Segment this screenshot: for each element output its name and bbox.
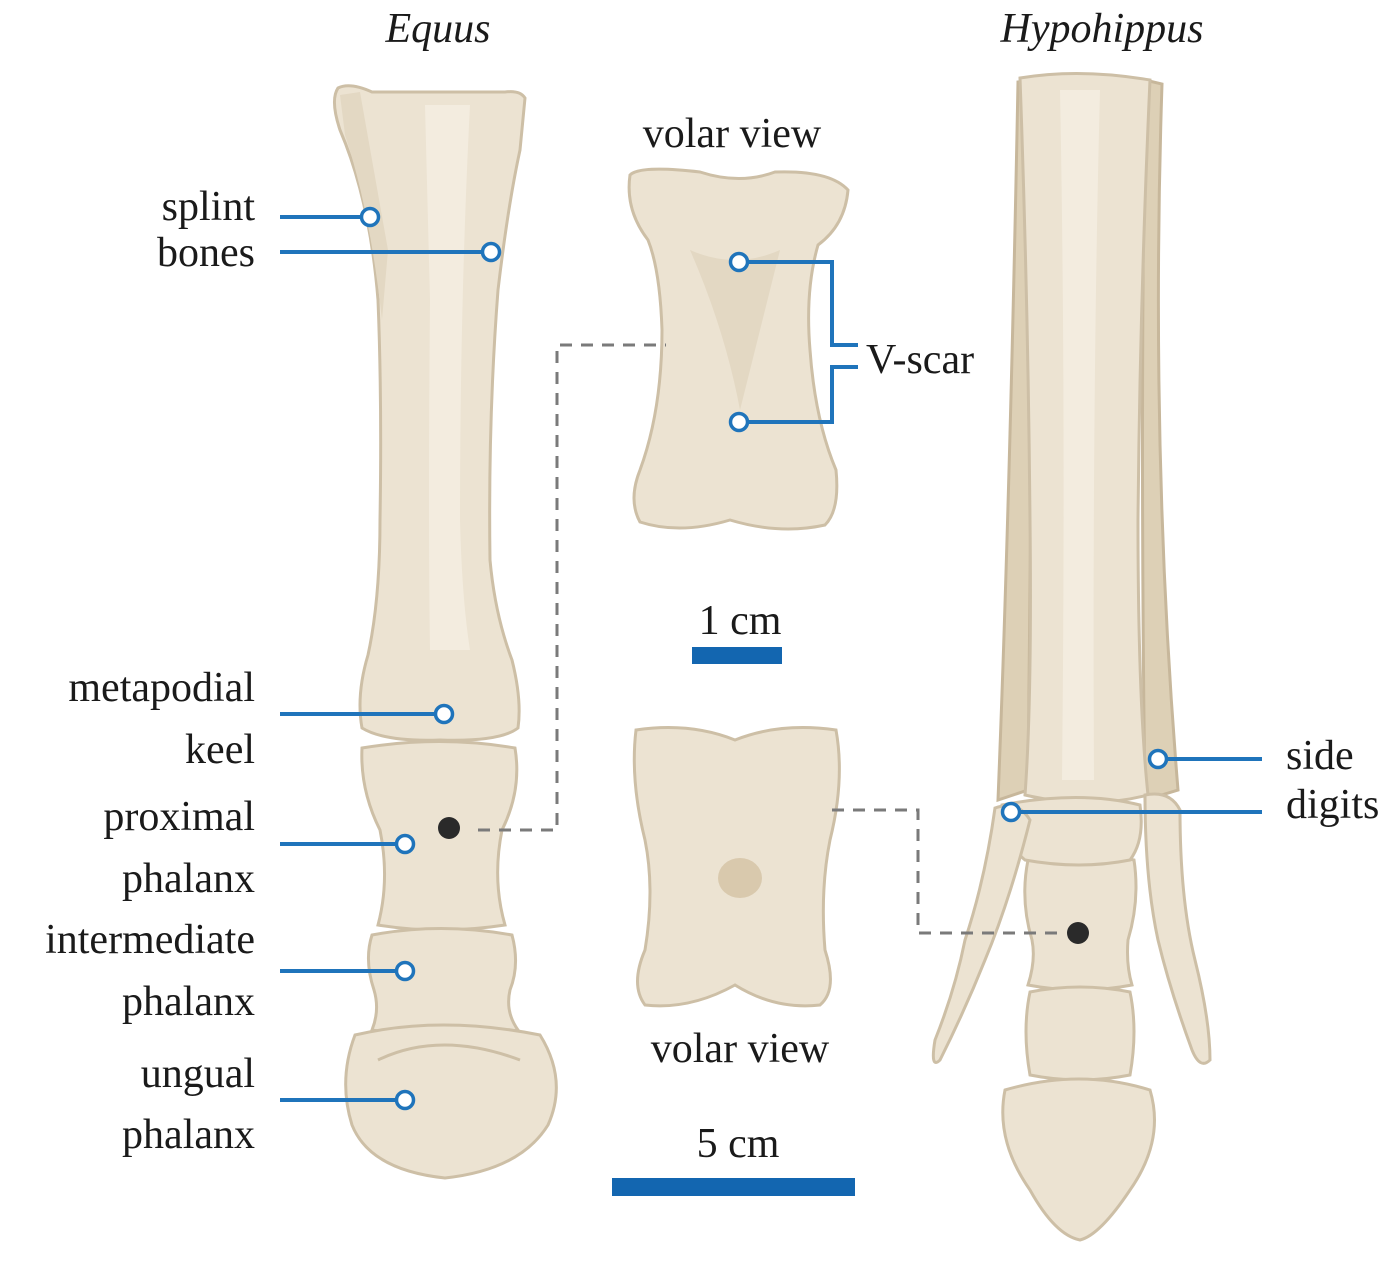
svg-text:ungual: ungual xyxy=(141,1051,255,1097)
connector-bottom-bone-to-hypohippus xyxy=(832,808,1066,935)
hypohippus-proximal-marker xyxy=(1067,922,1089,944)
connector-equus-to-top-bone xyxy=(478,343,666,832)
metapodial-keel-pin xyxy=(433,703,455,725)
volar-bone-bottom-pit xyxy=(718,858,762,898)
svg-text:side: side xyxy=(1286,733,1354,779)
volar-view-top-label: volar view xyxy=(643,111,822,157)
v-scar-callout: V-scar xyxy=(728,251,974,433)
splint-pin-1 xyxy=(359,206,381,228)
svg-text:phalanx: phalanx xyxy=(122,1112,255,1158)
svg-text:proximal: proximal xyxy=(103,794,255,840)
equus-intermediate-phalanx-shape xyxy=(367,927,521,1037)
equus-proximal-phalanx-shape xyxy=(360,740,519,932)
svg-text:phalanx: phalanx xyxy=(122,856,255,902)
equus-proximal-marker xyxy=(438,817,460,839)
equus-title: Equus xyxy=(385,6,491,52)
label-splint-bones: splint bones xyxy=(157,184,502,276)
proximal-phalanx-pin xyxy=(394,833,416,855)
svg-text:bones: bones xyxy=(157,230,255,276)
ungual-phalanx-pin xyxy=(394,1089,416,1111)
equus-limb xyxy=(333,84,558,1180)
hypohippus-ungual-phalanx xyxy=(1001,1077,1156,1242)
svg-text:splint: splint xyxy=(162,184,256,230)
svg-text:phalanx: phalanx xyxy=(122,979,255,1025)
hypohippus-side-digit-left xyxy=(931,804,1032,1064)
label-side-digits: side digits xyxy=(1000,733,1379,828)
scale-bar-5cm xyxy=(612,1178,855,1196)
equus-splint-shading-left xyxy=(340,92,388,320)
equus-ungual-ridge xyxy=(377,1043,521,1062)
label-proximal-phalanx: proximal phalanx xyxy=(103,794,416,902)
label-metapodial-keel: metapodial keel xyxy=(68,665,455,773)
v-scar-pin-bottom xyxy=(728,411,750,433)
hypohippus-limb xyxy=(931,71,1212,1242)
equus-ungual-phalanx-shape xyxy=(344,1023,558,1180)
side-digit-pin-left xyxy=(1000,801,1022,823)
equus-shaft-highlight xyxy=(425,105,470,650)
hypohippus-intermediate-phalanx xyxy=(1024,985,1136,1082)
hypohippus-proximal-phalanx xyxy=(1023,852,1138,992)
label-intermediate-phalanx: intermediate phalanx xyxy=(45,917,416,1025)
volar-view-bottom-label: volar view xyxy=(651,1026,830,1072)
hypohippus-title: Hypohippus xyxy=(1000,6,1204,52)
svg-text:keel: keel xyxy=(185,727,255,773)
hypohippus-side-digit-right xyxy=(1143,792,1212,1065)
scale-large-label: 5 cm xyxy=(697,1121,780,1167)
v-scar-pin-top xyxy=(728,251,750,273)
v-scar-label: V-scar xyxy=(866,337,974,383)
side-digit-pin-right xyxy=(1147,748,1169,770)
svg-text:metapodial: metapodial xyxy=(68,665,255,711)
volar-bone-top-vshade xyxy=(690,250,780,410)
hypohippus-shaft-highlight xyxy=(1060,90,1100,780)
scale-small-label: 1 cm xyxy=(699,598,782,644)
center-bones xyxy=(627,167,850,1008)
hypohippus-side-digit-right-metapodial xyxy=(1141,78,1180,803)
label-ungual-phalanx: ungual phalanx xyxy=(122,1051,416,1158)
scale-bar-1cm xyxy=(692,647,782,664)
svg-text:digits: digits xyxy=(1286,782,1379,828)
svg-text:intermediate: intermediate xyxy=(45,917,255,963)
intermediate-phalanx-pin xyxy=(394,960,416,982)
splint-pin-2 xyxy=(480,241,502,263)
